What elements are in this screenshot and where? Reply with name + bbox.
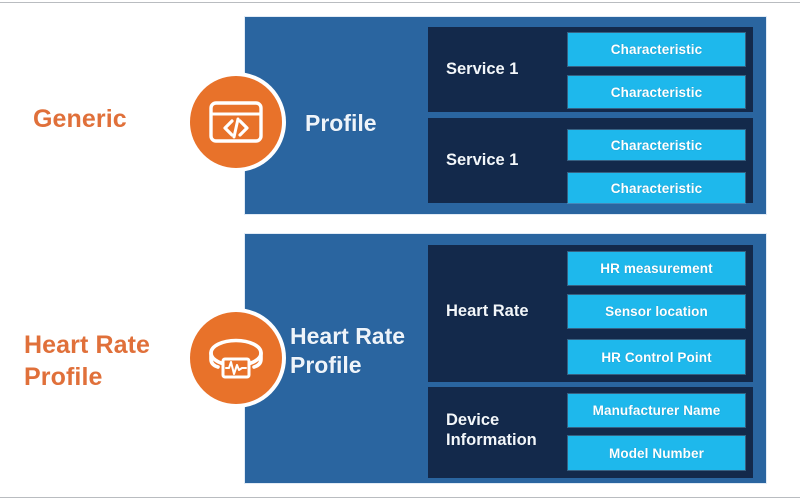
- characteristic-chip: Characteristic: [568, 173, 745, 203]
- characteristic-chip: HR measurement: [568, 252, 745, 285]
- service-name: Service 1: [446, 60, 519, 78]
- service-name: Device Information: [446, 411, 537, 449]
- heart-rate-strap-icon: [190, 312, 282, 404]
- characteristic-chip: Manufacturer Name: [568, 394, 745, 427]
- service-name: Service 1: [446, 151, 519, 169]
- characteristic-chip: Characteristic: [568, 76, 745, 108]
- characteristic-chip: Sensor location: [568, 295, 745, 328]
- characteristic-chip: HR Control Point: [568, 340, 745, 374]
- service-name: Heart Rate: [446, 302, 529, 320]
- panel-title-heart-rate: Heart Rate Profile: [290, 323, 406, 378]
- code-window-icon: [190, 76, 282, 168]
- bottom-divider-rule: [0, 497, 800, 498]
- row-label-generic: Generic: [33, 105, 127, 133]
- characteristic-chip: Characteristic: [568, 130, 745, 160]
- top-divider-rule: [0, 2, 800, 3]
- row-label-heart-rate: Heart Rate Profile: [24, 331, 151, 391]
- characteristic-chip: Model Number: [568, 436, 745, 470]
- panel-title-generic: Profile: [305, 110, 377, 136]
- characteristic-chip: Characteristic: [568, 33, 745, 66]
